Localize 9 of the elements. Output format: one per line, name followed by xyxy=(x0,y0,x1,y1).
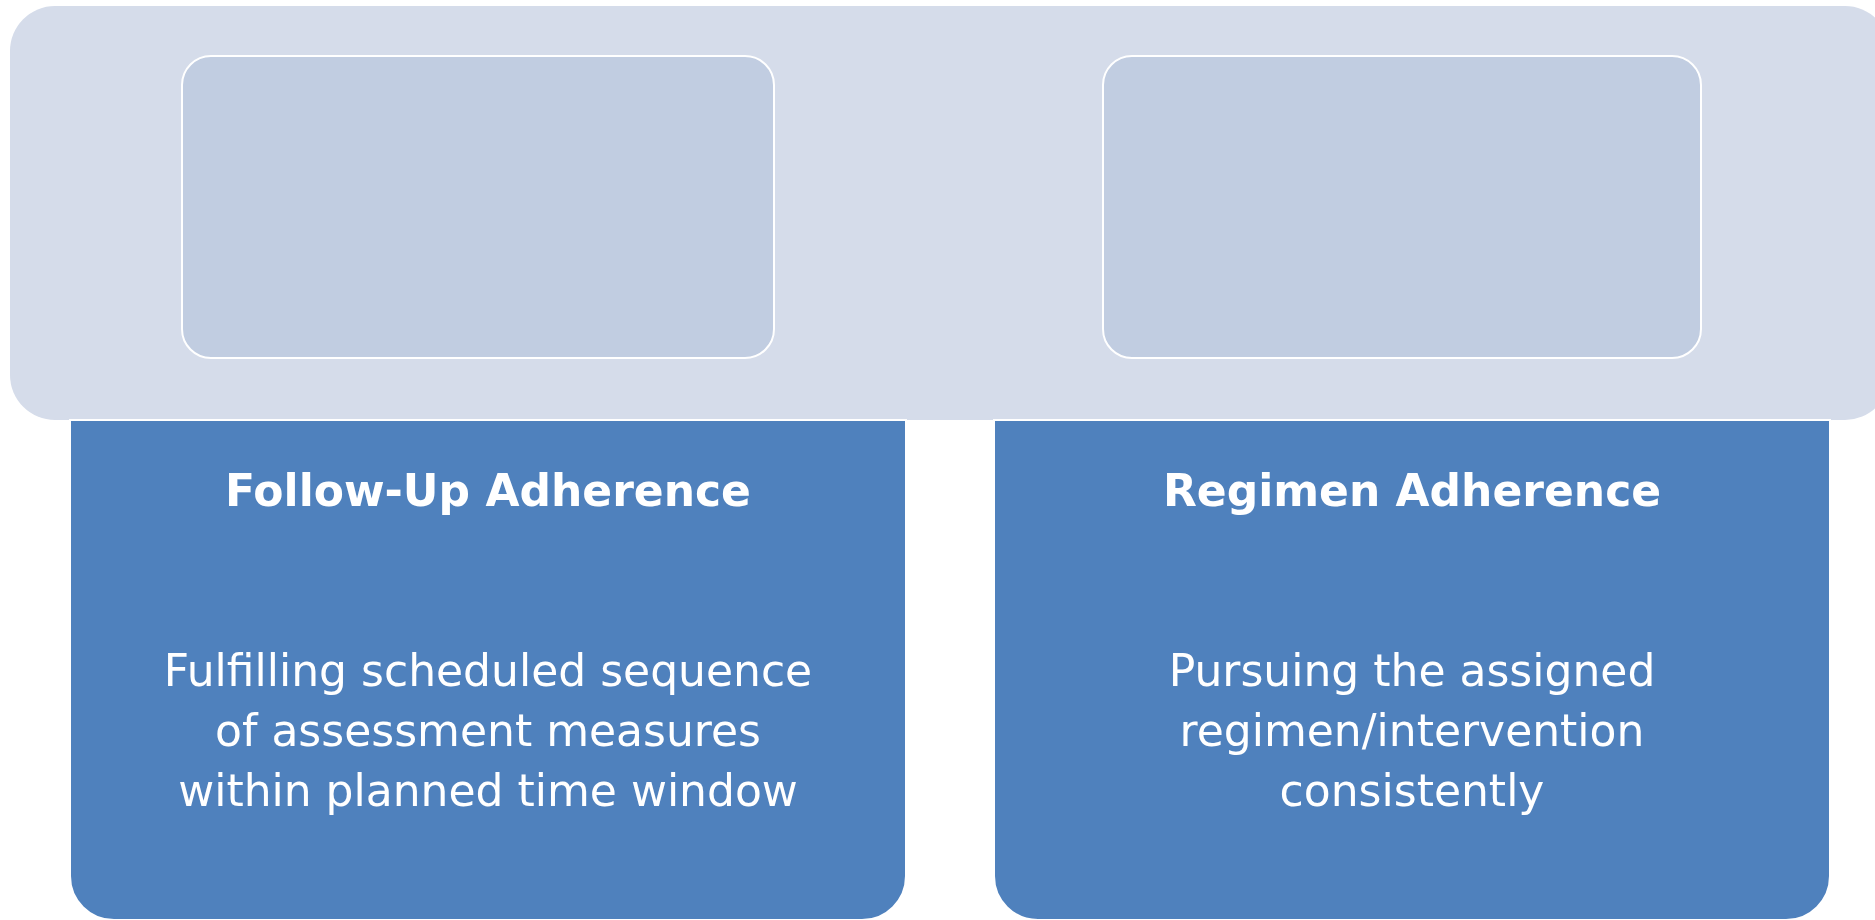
info-card xyxy=(69,419,907,920)
header-band xyxy=(10,6,1875,420)
card-heading: Follow-Up Adherence xyxy=(224,464,752,518)
info-card xyxy=(993,419,1831,920)
card-description: Pursuing the assigned regimen/intervention consistently xyxy=(1167,644,1657,818)
card-heading: Regimen Adherence xyxy=(1161,464,1663,518)
placeholder-box xyxy=(181,55,775,359)
placeholder-box xyxy=(1102,55,1702,359)
card-description: Fulfilling scheduled sequence of assessment measures within planned time window xyxy=(162,644,814,818)
